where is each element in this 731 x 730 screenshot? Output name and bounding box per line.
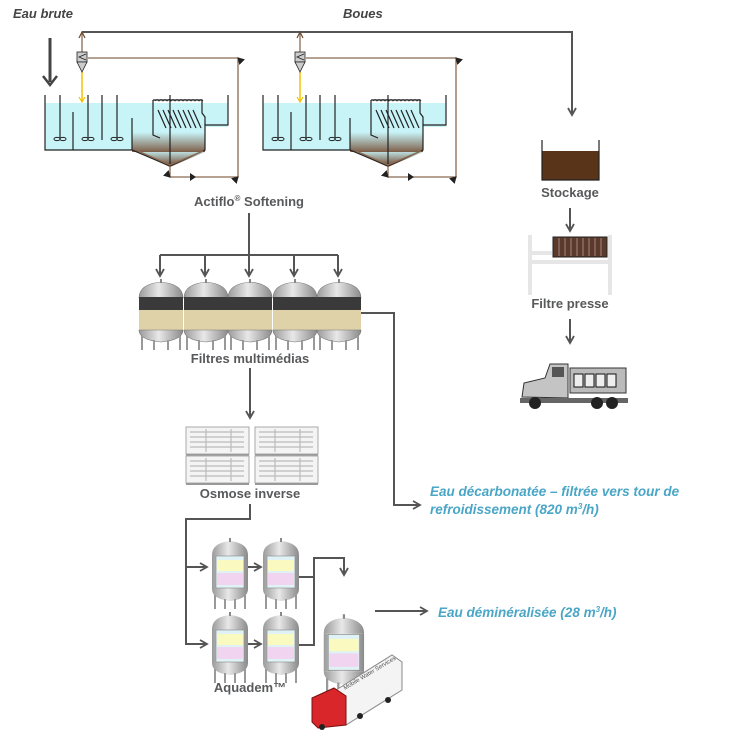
multimedia-filters-label: Filtres multimédias — [191, 351, 309, 366]
demineralized-water-label: Eau déminéralisée (28 m3/h) — [438, 605, 617, 620]
aquadem-units — [211, 537, 366, 695]
sludge-line — [82, 31, 577, 117]
decarbonated-outlet — [361, 312, 422, 510]
filter-press — [528, 235, 612, 295]
reverse-osmosis-modules — [185, 426, 319, 486]
actiflo-label: Actiflo® Softening — [194, 194, 304, 209]
aquadem-label: Aquadem™ — [214, 680, 286, 695]
multimedia-filters — [138, 278, 362, 351]
storage-label: Stockage — [541, 185, 599, 200]
actiflo-clarifier-2 — [263, 32, 456, 181]
distribution-line — [160, 213, 338, 256]
raw-water-label: Eau brute — [13, 6, 73, 21]
reverse-osmosis-label: Osmose inverse — [200, 486, 300, 501]
sludge-storage-tank — [541, 140, 600, 181]
dump-truck-icon — [520, 363, 628, 409]
decarbonated-water-label: Eau décarbonatée – filtrée vers tour de — [430, 484, 680, 499]
sludge-label: Boues — [343, 6, 383, 21]
decarbonated-water-flow: refroidissement (820 m3/h) — [430, 502, 599, 517]
actiflo-clarifier-1 — [45, 32, 238, 181]
filter-press-label: Filtre presse — [531, 296, 608, 311]
